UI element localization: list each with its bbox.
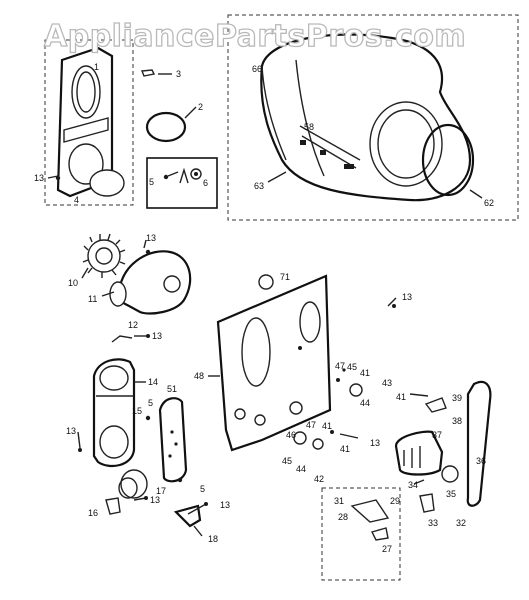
screw-13d	[392, 304, 396, 308]
clip-part-3	[141, 69, 156, 77]
callout-29: 29	[390, 496, 400, 506]
screw-13f	[144, 496, 148, 500]
wire-part-12	[111, 335, 133, 343]
callout-4: 4	[74, 195, 79, 205]
callout-28: 28	[338, 512, 348, 522]
roller-assembly-upper	[336, 368, 363, 397]
callout-58: 58	[304, 122, 314, 132]
callout-42: 42	[314, 474, 324, 484]
callout-31: 31	[334, 496, 344, 506]
exhaust-duct-part	[92, 358, 136, 468]
callout-36: 36	[476, 456, 486, 466]
blower-housing-part	[109, 250, 192, 315]
callout-44: 44	[360, 398, 370, 408]
screw-13e	[78, 448, 82, 452]
callout-labels: 1 3 2 5 6 13 4 66 58 63 62 13 10 11 12 1…	[34, 62, 494, 554]
callout-6: 6	[203, 178, 208, 188]
door-glass-part	[89, 169, 125, 197]
callout-10: 10	[68, 278, 78, 288]
screw-5b	[177, 477, 183, 483]
callout-47: 47	[335, 361, 345, 371]
callout-13: 13	[34, 173, 44, 183]
bracket-part-16	[105, 497, 121, 515]
pulley-part-17	[118, 469, 148, 499]
watermark-logo: AppliancePartsPros.com	[44, 19, 466, 54]
drum-part	[260, 33, 472, 202]
callout-41: 41	[340, 444, 350, 454]
callout-39: 39	[452, 393, 462, 403]
callout-13: 13	[66, 426, 76, 436]
blower-wheel-part	[82, 233, 126, 278]
rear-bulkhead-part	[216, 274, 332, 452]
screw-5a	[145, 415, 151, 421]
callout-45: 45	[282, 456, 292, 466]
bracket-part-18	[173, 504, 202, 528]
drum-seal-ring-part	[145, 111, 187, 143]
callout-47: 47	[306, 420, 316, 430]
idler-group-box	[321, 487, 401, 581]
leader-lines	[47, 73, 483, 537]
callout-17: 17	[156, 486, 166, 496]
filter-housing-part	[158, 397, 188, 483]
callout-5: 5	[149, 177, 154, 187]
callout-18: 18	[208, 534, 218, 544]
callout-46: 46	[286, 430, 296, 440]
screw-13a	[55, 175, 61, 181]
callout-13: 13	[150, 495, 160, 505]
callout-32: 32	[456, 518, 466, 528]
callout-35: 35	[446, 489, 456, 499]
callout-62: 62	[484, 198, 494, 208]
callout-12: 12	[128, 320, 138, 330]
screw-13c	[146, 334, 150, 338]
callout-11: 11	[88, 294, 97, 304]
callout-48: 48	[194, 371, 204, 381]
front-panel-group-box	[44, 39, 134, 206]
callout-2: 2	[198, 102, 203, 112]
roller-assembly-lower	[293, 430, 334, 450]
callout-37: 37	[432, 430, 442, 440]
callout-71: 71	[280, 272, 290, 282]
screw-13g	[204, 502, 208, 506]
screw-13b	[145, 249, 151, 255]
callout-41: 41	[322, 421, 332, 431]
callout-45: 45	[347, 362, 357, 372]
callout-14: 14	[148, 377, 158, 387]
drum-bearing-ring-part	[421, 123, 475, 197]
fastener-kit-contents	[163, 167, 202, 184]
callout-1: 1	[94, 62, 99, 72]
callout-63: 63	[254, 181, 264, 191]
drive-belt-part	[466, 380, 492, 507]
callout-13: 13	[220, 500, 230, 510]
rear-roller-part-71	[258, 274, 274, 290]
callout-33: 33	[428, 518, 438, 528]
callout-41: 41	[360, 368, 370, 378]
callout-5: 5	[148, 398, 153, 408]
fastener-kit-box	[146, 157, 218, 209]
callout-41: 41	[396, 392, 406, 402]
clip-part-39	[424, 397, 447, 413]
motor-part	[394, 430, 444, 476]
callout-13: 13	[402, 292, 412, 302]
callout-38: 38	[452, 416, 462, 426]
drum-group-box	[227, 14, 519, 221]
callout-13: 13	[370, 438, 380, 448]
idler-arm-assembly	[350, 499, 390, 541]
callout-27: 27	[382, 544, 392, 554]
bracket-part-33	[419, 493, 435, 513]
callout-16: 16	[88, 508, 98, 518]
callout-5: 5	[200, 484, 205, 494]
callout-43: 43	[382, 378, 392, 388]
callout-44: 44	[296, 464, 306, 474]
callout-34: 34	[408, 480, 418, 490]
callout-15: 15	[132, 406, 142, 416]
callout-13: 13	[146, 233, 156, 243]
callout-66: 66	[252, 64, 262, 74]
callout-3: 3	[176, 69, 181, 79]
callout-51: 51	[167, 384, 177, 394]
idler-pulley-part	[441, 465, 459, 483]
callout-13: 13	[152, 331, 162, 341]
